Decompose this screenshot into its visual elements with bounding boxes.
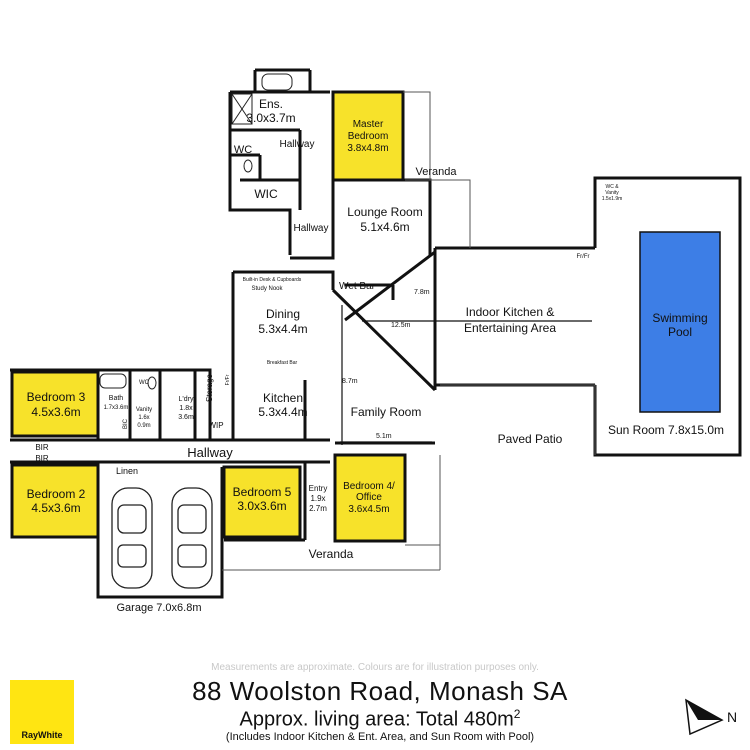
disclaimer-text: Measurements are approximate. Colours ar… (211, 662, 539, 673)
bedroom5-area (222, 465, 302, 539)
dimension-12-5: 12.5m (391, 322, 411, 329)
dining-label: Dining (266, 307, 300, 321)
wc-vanity-label-2: Vanity (605, 190, 619, 196)
bathtub-icon (261, 73, 293, 91)
bedroom3-area (10, 370, 100, 438)
dining-size: 5.3x4.4m (258, 322, 307, 336)
toilet-icon (243, 159, 253, 173)
dimension-7-8: 7.8m (414, 289, 430, 296)
bath-size: 1.7x3.6m (104, 405, 129, 411)
bathtub-icon (99, 373, 127, 389)
study-nook-label: Study Nook (251, 286, 283, 292)
hallway-main-label: Hallway (187, 445, 233, 460)
area-note: (Includes Indoor Kitchen & Ent. Area, an… (225, 731, 535, 743)
wc-vanity-size: 1.5x1.9m (602, 196, 623, 202)
hallway-top-label: Hallway (279, 139, 314, 150)
entry-size: 1.9x (310, 494, 325, 503)
living-area: Approx. living area: Total 480m2 (100, 707, 660, 732)
breakfast-bar-label: Breakfast Bar (267, 360, 298, 366)
wet-bar-label: Wet Bar (339, 281, 376, 292)
family-room-label: Family Room (351, 405, 422, 419)
master-label: Master (353, 119, 384, 130)
bir2-label: BIR (35, 454, 49, 463)
laundry-size: 1.8x (179, 405, 193, 412)
kitchen-size: 5.3x4.4m (258, 405, 307, 419)
kitchen-label: Kitchen (263, 391, 303, 405)
paved-patio-label: Paved Patio (498, 432, 563, 446)
bedroom4-label-2: Office (356, 492, 382, 503)
vanity-size-2: 0.9m (137, 423, 150, 429)
ensuite-size: 3.0x3.7m (246, 111, 295, 125)
toilet-icon (147, 376, 157, 390)
lounge-size: 5.1x4.6m (360, 220, 409, 234)
entry-label: Entry (309, 484, 328, 493)
wc-vanity-label: WC & (605, 184, 619, 190)
master-size: 3.8x4.8m (347, 143, 388, 154)
compass-icon: N (685, 698, 737, 736)
floor-plan: Ens. 3.0x3.7m Master Bedroom 3.8x4.8m WC… (10, 68, 742, 614)
lounge-label: Lounge Room (347, 205, 422, 219)
laundry-label: L'dry (179, 396, 194, 403)
veranda-top-label: Veranda (416, 166, 458, 178)
hallway-mid-label: Hallway (293, 223, 328, 234)
raywhite-logo: RayWhite (10, 680, 74, 744)
bedroom4-area (333, 453, 407, 543)
dimension-8-7: 8.7m (342, 378, 358, 385)
wip-label: WIP (208, 421, 223, 430)
pool-label: Swimming (652, 311, 707, 325)
pool-label-2: Pool (668, 325, 692, 339)
dimension-lines (340, 258, 592, 445)
fr-label-2: Fr/Fr (577, 254, 590, 260)
laundry-size-2: 3.6m (178, 414, 194, 421)
bedroom2-label: Bedroom 2 (27, 487, 86, 501)
car-icon (171, 487, 213, 589)
built-in-label: Built-in Desk & Cupboards (243, 277, 302, 283)
veranda-lines (222, 91, 596, 571)
fr-label: Fr/Fr (225, 374, 231, 385)
walls (10, 68, 742, 599)
indoor-kitchen-label-2: Entertaining Area (464, 321, 556, 335)
bedroom3-label: Bedroom 3 (27, 390, 86, 404)
bic-label: BIC (123, 418, 129, 429)
living-area-text: Approx. living area: Total 480m (239, 708, 514, 731)
living-area-superscript: 2 (513, 707, 521, 721)
bedroom5-size: 3.0x3.6m (237, 499, 286, 513)
entry-size-2: 2.7m (309, 504, 327, 513)
sun-room-label: Sun Room 7.8x15.0m (608, 423, 724, 437)
bedroom5-label: Bedroom 5 (233, 485, 292, 499)
bedroom3-size: 4.5x3.6m (31, 405, 80, 419)
garage-label: Garage 7.0x6.8m (117, 602, 202, 614)
car-icon (111, 487, 153, 589)
brand-text: RayWhite (21, 730, 63, 740)
bedroom4-label: Bedroom 4/ (343, 481, 395, 492)
wc-mid-label: WC (139, 380, 150, 386)
ensuite-label: Ens. (259, 97, 283, 111)
bir1-label: BIR (35, 443, 49, 452)
linen-label: Linen (116, 466, 138, 476)
indoor-kitchen-label: Indoor Kitchen & (466, 305, 555, 319)
vanity-label: Vanity (136, 407, 152, 413)
shower-icon (231, 93, 253, 125)
storage-label: Storage (205, 373, 214, 402)
bedroom2-size: 4.5x3.6m (31, 501, 80, 515)
master-label-2: Bedroom (348, 131, 389, 142)
vanity-size: 1.6x (138, 415, 149, 421)
compass-letter: N (727, 709, 737, 725)
bath-label: Bath (109, 395, 124, 402)
wic-label: WIC (254, 187, 278, 201)
property-address: 88 Woolston Road, Monash SA (192, 676, 568, 706)
bedroom4-size: 3.6x4.5m (348, 504, 389, 515)
wc-top-label: WC (234, 144, 252, 156)
veranda-bottom-label: Veranda (309, 547, 354, 561)
dimension-5-1: 5.1m (376, 433, 392, 440)
swimming-pool (639, 231, 721, 413)
bedroom2-area (10, 463, 100, 539)
